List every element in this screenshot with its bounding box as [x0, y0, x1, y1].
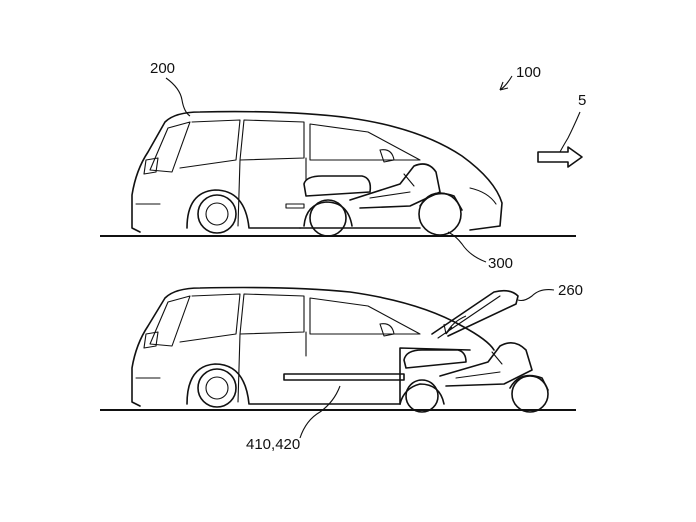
label-rails-group: 410,420: [246, 385, 341, 453]
label-direction: 5: [578, 92, 586, 109]
car-top: [131, 110, 503, 234]
label-vehicle: 200: [150, 60, 175, 77]
label-motorcycle: 300: [488, 255, 513, 272]
label-rails: 410,420: [246, 436, 300, 453]
label-260-group: 260: [517, 282, 583, 302]
motorcycle-exiting-bottom: [403, 342, 549, 413]
label-100-group: 100: [499, 64, 541, 91]
label-hood: 260: [558, 282, 583, 299]
label-system: 100: [516, 64, 541, 81]
bottom-scene: 260 410,420: [100, 282, 583, 453]
car-bottom: [131, 286, 495, 413]
top-scene: 100 5 200 300: [100, 60, 586, 272]
label-5-group: 5: [537, 92, 586, 168]
motorcycle-in-car-top: [285, 163, 463, 237]
direction-arrow-icon: [537, 146, 583, 168]
label-200-group: 200: [150, 60, 191, 117]
label-300-group: 300: [447, 231, 513, 272]
rails: [283, 373, 405, 381]
open-hood: [431, 289, 519, 339]
